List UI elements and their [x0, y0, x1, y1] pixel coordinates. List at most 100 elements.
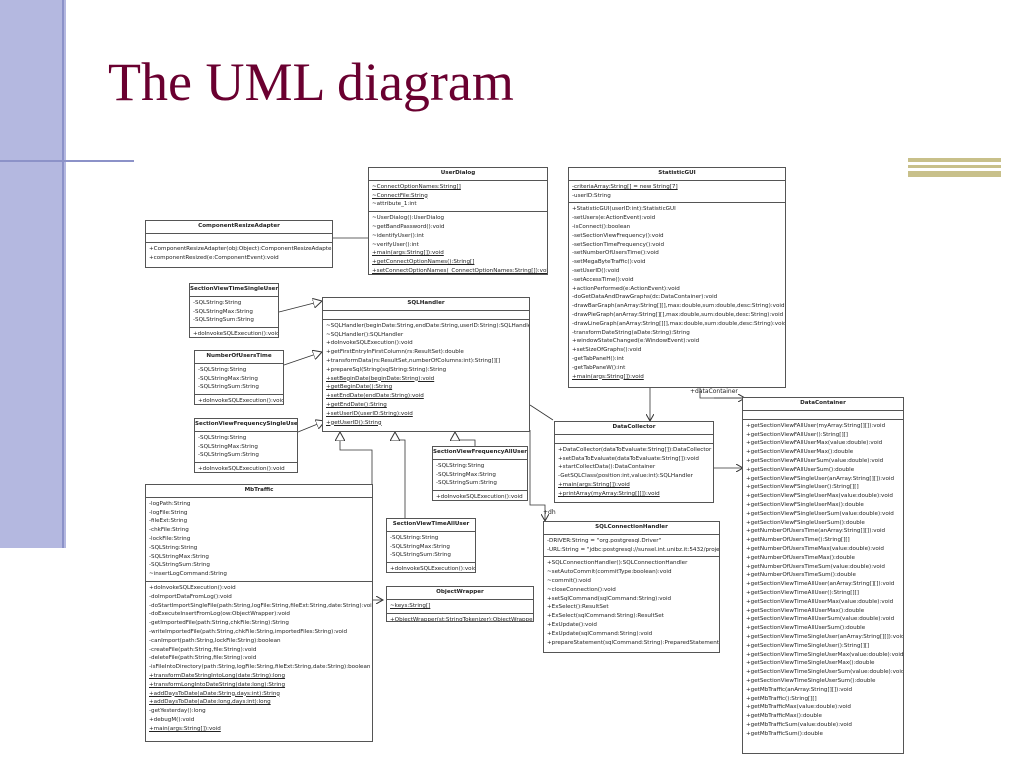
class-operation: +doInvokeSQLExecution():void: [326, 340, 413, 347]
class-operation: +getSectionViewTimeAllUserMax():double: [746, 607, 865, 614]
class-operation: +windowStateChanged(e:WindowEvent):void: [572, 338, 700, 345]
class-operation: +doInvokeSQLExecution():void: [149, 584, 236, 591]
class-attribute: -logFile:String: [149, 509, 188, 516]
class-operation: -setNumberOfUsersTime():void: [572, 250, 659, 257]
class-operation: +getSectionViewTimeAllUserMax(value:doub…: [746, 598, 894, 605]
class-operation: +getSectionViewTimeAllUser():String[][]: [746, 589, 859, 596]
class-operation: +ExSelect():ResultSet: [547, 604, 609, 611]
class-operation: +transformDateStringIntoLong(date:String…: [149, 672, 286, 679]
class-operation: +getSectionViewFSingleUser(anArray:Strin…: [746, 475, 895, 482]
class-operation: +getSectionViewFSingleUser():String[][]: [746, 484, 859, 491]
class-name: MbTraffic: [146, 485, 372, 498]
class-name: SectionViewFrequencyAllUser: [433, 447, 527, 460]
class-operation: +ExSelect(sqlCommand:String):ResultSet: [547, 613, 664, 620]
class-attribute: -logPath:String: [149, 500, 191, 507]
class-operation: +prepareStatement(sqlCommand:String):Pre…: [547, 639, 719, 646]
class-operation: +componentResized(e:ComponentEvent):void: [149, 254, 279, 261]
class-operations-section: +DataCollector(dataToEvaluate:String[]):…: [555, 444, 713, 501]
class-operation: +doInvokeSQLExecution():void: [390, 566, 476, 573]
svf-all-user-inherits-line: [455, 432, 476, 446]
class-operation: -setUsers(e:ActionEvent):void: [572, 215, 656, 222]
sql-handler-to-connection-handler-line: [529, 430, 545, 521]
class-operation: -setSectionTimeFrequency():void: [572, 241, 665, 248]
class-operation: ~verifyUser():int: [372, 241, 419, 248]
class-operation: +transformLongIntoDateString(date:long):…: [149, 681, 286, 688]
class-name: ObjectWrapper: [387, 587, 533, 600]
class-operation: ~setAutoCommit(commitType:boolean):void: [547, 569, 672, 576]
class-operation: -getTabPaneW():int: [572, 364, 626, 371]
class-operation: -setSectionViewFrequency():void: [572, 232, 664, 239]
class-attributes-section: -SQLString:String-SQLStringMax:String-SQ…: [195, 364, 283, 396]
class-operation: -doExecuteInsertFromLog(ow:ObjectWrapper…: [149, 611, 290, 618]
class-operation: -isConnect():boolean: [572, 223, 631, 230]
class-attributes-section: [743, 411, 903, 420]
class-operation: +getMbTraffic():String[][]: [746, 695, 817, 702]
class-operation: +getSectionViewTimeAllUserSum(value:doub…: [746, 616, 895, 623]
class-operations-section: +doInvokeSQLExecution():void: [195, 463, 297, 472]
class-operation: +setEndDate(endDate:String):void: [326, 393, 424, 400]
class-attribute: ~ConnectFile:String: [372, 192, 428, 199]
class-operation: +getSectionViewFAllUser(myArray:String[]…: [746, 422, 886, 429]
class-operation: +SQLConnectionHandler():SQLConnectionHan…: [547, 560, 688, 567]
class-operations-section: +ObjectWrapper(st:StringTokenizer):Objec…: [387, 614, 534, 622]
class-operations-section: +doInvokeSQLExecution():void: [387, 563, 476, 573]
class-operation: ~identifyUser():int: [372, 232, 424, 239]
class-operation: +ObjectWrapper(st:StringTokenizer):Objec…: [390, 616, 534, 622]
uml-class-component-resize-adapter: ComponentResizeAdapter+ComponentResizeAd…: [145, 220, 333, 268]
class-attributes-section: [555, 435, 713, 444]
class-operations-section: +StatisticGUI(userID:int):StatisticGUI -s…: [569, 203, 785, 383]
class-name: SQLHandler: [323, 298, 529, 311]
class-attribute: -SQLStringSum:String: [198, 452, 259, 459]
class-attributes-section: -logPath:String-logFile:String-fileExt:S…: [146, 498, 372, 582]
uml-class-data-collector: DataCollector+DataCollector(dataToEvalua…: [554, 421, 714, 503]
class-operation: -getTabPaneH():int: [572, 355, 624, 362]
class-name: StatisticGUI: [569, 168, 785, 181]
class-operation: +getNumberOfUsersTimeMax(value:double):v…: [746, 545, 884, 552]
class-operation: +addDaysToDate(aDate:long,days:int):long: [149, 699, 271, 706]
number-of-users-inherits-line: [283, 352, 322, 366]
class-operation: +getSectionViewFAllUserSum(value:double)…: [746, 457, 884, 464]
class-operation: +getMbTrafficSum(value:double):void: [746, 721, 852, 728]
class-attributes-section: ~ConnectOptionNames:String[]~ConnectFile…: [369, 181, 547, 213]
class-operation: +getSectionViewTimeSingleUser():String[]…: [746, 642, 870, 649]
class-operation: +getConnectOptionNames():String[]: [372, 259, 475, 266]
class-attribute: -SQLString:String: [198, 434, 247, 441]
class-operation: +getMbTrafficSum():double: [746, 730, 823, 737]
class-operation: +doInvokeSQLExecution():void: [198, 398, 284, 405]
class-operation: -setAccessTime():void: [572, 276, 634, 283]
class-operation: +getSectionViewFAllUserMax(value:double)…: [746, 440, 883, 447]
class-operation: -canImport(path:String,lockFile:String):…: [149, 637, 281, 644]
class-attribute: -chkFile:String: [149, 527, 189, 534]
class-operation: +StatisticGUI(userID:int):StatisticGUI: [572, 206, 676, 213]
class-attribute: -SQLStringMax:String: [193, 308, 253, 315]
class-operation: +addDaysToDate(aDate:String,days:int):St…: [149, 690, 280, 697]
class-attribute: ~keys:String[]: [390, 602, 431, 609]
class-operation: +getEndDate():String: [326, 401, 387, 408]
class-operation: +main(args:String[]):void: [558, 481, 630, 488]
class-operation: ~getBandPassword():void: [372, 223, 445, 230]
class-attribute: -SQLString:String: [193, 299, 242, 306]
class-operation: +debugM():void: [149, 716, 195, 723]
uml-class-user-dialog: UserDialog~ConnectOptionNames:String[]~C…: [368, 167, 548, 275]
class-operation: +doInvokeSQLExecution():void: [193, 331, 279, 338]
class-attribute: -SQLString:String: [149, 544, 198, 551]
class-operation: +actionPerformed(e:ActionEvent):void: [572, 285, 680, 292]
class-operation: +getSectionViewTimeAllUser(anArray:Strin…: [746, 581, 895, 588]
class-operations-section: +doInvokeSQLExecution():void: [433, 491, 527, 500]
class-attribute: -SQLStringMax:String: [149, 553, 209, 560]
class-operation: ~SQLHandler():SQLHandler: [326, 331, 404, 338]
uml-class-section-view-time-single-user: SectionViewTimeSingleUser-SQLString:Stri…: [189, 283, 279, 338]
class-operation: +getSectionViewTimeSingleUserSum(value:d…: [746, 669, 904, 676]
class-attribute: -DRIVER:String = "org.postgresql.Driver": [547, 537, 662, 544]
class-attribute: -lockFile:String: [149, 535, 191, 542]
class-operation: -transformDateString(aDate:String):Strin…: [572, 329, 690, 336]
class-operation: ~closeConnection():void: [547, 586, 616, 593]
class-attributes-section: -SQLString:String-SQLStringMax:String-SQ…: [190, 297, 278, 329]
class-operation: -drawBarGraph(anArray:String[][],max:dou…: [572, 303, 785, 310]
class-operation: -doGetDataAndDrawGraphs(dc:DataContainer…: [572, 294, 718, 301]
class-attribute: ~attribute_1:int: [372, 201, 417, 208]
class-attributes-section: -DRIVER:String = "org.postgresql.Driver"…: [544, 535, 719, 558]
uml-class-statistic-gui: StatisticGUI-criteriaArray:String[] = ne…: [568, 167, 786, 388]
uml-class-object-wrapper: ObjectWrapper ~keys:String[] +ObjectWrappe…: [386, 586, 534, 622]
